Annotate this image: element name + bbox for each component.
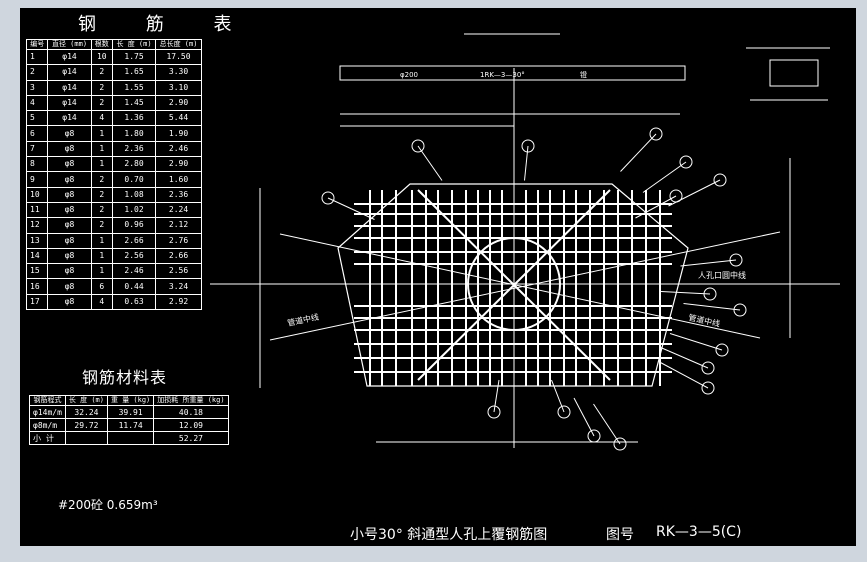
material-table: 钢筋程式 长 度 (m) 重 量 (kg) 加损耗 所重量 (kg) φ14m/…	[29, 395, 229, 445]
drawing-title: 小号30° 斜通型人孔上覆钢筋图	[350, 527, 548, 543]
callout-bubble	[487, 405, 501, 419]
callout-leader	[642, 161, 687, 193]
callout-leader	[669, 333, 723, 351]
callout-bubble	[715, 343, 729, 357]
top-bar-label-left: φ200	[400, 71, 418, 79]
callout-leader	[524, 145, 529, 181]
callout-leader	[680, 259, 737, 267]
callout-leader	[635, 195, 677, 219]
concrete-note: #200砼 0.659m³	[58, 498, 158, 512]
callout-bubble	[587, 429, 601, 443]
slab-outline	[337, 183, 689, 387]
manhole-center-label: 人孔口圆中线	[698, 270, 746, 280]
table-cell: 2	[25, 64, 49, 81]
rebar-drawing: 人孔口圆中线 管道中线 管道中线 φ200 1RK—3—30° 镫	[210, 33, 840, 451]
callout-leader	[573, 397, 595, 437]
callout-leader	[327, 197, 375, 220]
rebar-table-title: 钢 筋 表	[78, 14, 254, 35]
callout-leader	[593, 403, 621, 445]
callout-bubble	[521, 139, 535, 153]
table-cell: 52.27	[153, 431, 229, 445]
callout-bubble	[411, 139, 425, 153]
table-cell: φ8	[47, 293, 92, 311]
table-cell: 4	[90, 293, 114, 311]
table-cell: 17	[25, 293, 49, 311]
callout-bubble	[701, 361, 715, 375]
callout-bubble	[649, 127, 663, 141]
callout-bubble	[557, 405, 571, 419]
callout-bubble	[733, 303, 747, 317]
callout-leader	[660, 291, 711, 295]
detail-box	[769, 59, 819, 87]
table-cell: 6	[25, 125, 49, 142]
table-cell: 2.92	[155, 293, 202, 311]
callout-leader	[683, 303, 741, 311]
table-cell: 14	[25, 247, 49, 265]
callout-bubble	[669, 189, 683, 203]
drawing-number-label: 图号	[606, 527, 634, 543]
callout-bubble	[613, 437, 627, 451]
conduit-center-label-left: 管道中线	[286, 312, 319, 328]
drawing-number: RK—3—5(C)	[656, 524, 742, 540]
table-cell: 2.36	[155, 186, 202, 203]
callout-bubble	[701, 381, 715, 395]
callout-leader	[620, 133, 657, 172]
callout-bubble	[729, 253, 743, 267]
callout-bubble	[713, 173, 727, 187]
top-bar-label-mid: 1RK—3—30°	[480, 71, 525, 79]
callout-leader	[659, 346, 709, 369]
callout-leader	[493, 379, 500, 413]
callout-bubble	[321, 191, 335, 205]
table-cell: 1	[90, 263, 114, 280]
table-cell: 3.30	[155, 64, 202, 81]
callout-leader	[417, 145, 443, 181]
top-bar-label-right: 镫	[580, 70, 587, 79]
callout-bubble	[679, 155, 693, 169]
callout-leader	[659, 361, 709, 389]
callout-leader	[551, 379, 565, 413]
table-cell	[106, 431, 155, 445]
table-cell: 5.44	[155, 110, 202, 127]
table-cell: 0.63	[112, 293, 157, 311]
top-bar-strip	[339, 65, 686, 81]
material-table-title: 钢筋材料表	[82, 368, 168, 387]
